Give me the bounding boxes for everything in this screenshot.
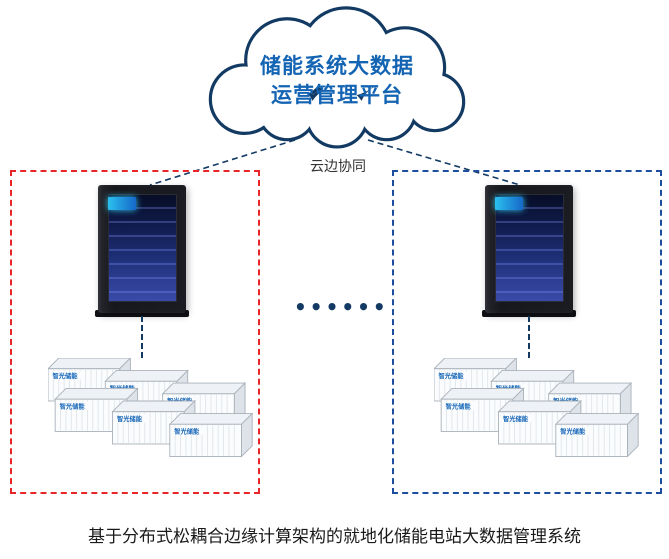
server-to-containers-connector: [141, 316, 143, 358]
server-cabinet-left: [95, 185, 189, 317]
cloud-icon: [208, 6, 466, 149]
left-station-group: 智光储能: [10, 170, 260, 494]
server-base: [95, 310, 189, 317]
cloud-platform: 储能系统大数据 运营管理平台: [192, 4, 482, 149]
cloud-edge-label: 云边协同: [310, 159, 366, 175]
server-base: [482, 310, 576, 317]
cloud-to-right-server-connector: [367, 139, 521, 186]
server-cabinet-right: [482, 185, 576, 317]
server-glass-door: [108, 194, 177, 302]
cloud-to-left-server-connector: [149, 139, 296, 186]
caption-title: 基于分布式松耦合边缘计算架构的就地化储能电站大数据管理系统: [88, 527, 581, 547]
server-to-containers-connector: [528, 316, 530, 358]
battery-container-cluster-left: 智光储能: [48, 358, 253, 457]
server-screen-icon: [108, 197, 136, 210]
battery-container-cluster-right: [434, 358, 639, 457]
cloud-title-line2: 运营管理平台: [271, 83, 403, 107]
server-glass-door: [495, 194, 564, 302]
server-screen-icon: [495, 197, 523, 210]
server-body: [485, 185, 573, 313]
cloud-title: 储能系统大数据 运营管理平台: [192, 4, 482, 148]
server-body: [98, 185, 186, 313]
cloud-title-line1: 储能系统大数据: [260, 54, 414, 78]
ellipsis-dots: ••••••: [294, 295, 389, 319]
right-station-group: [392, 170, 662, 494]
